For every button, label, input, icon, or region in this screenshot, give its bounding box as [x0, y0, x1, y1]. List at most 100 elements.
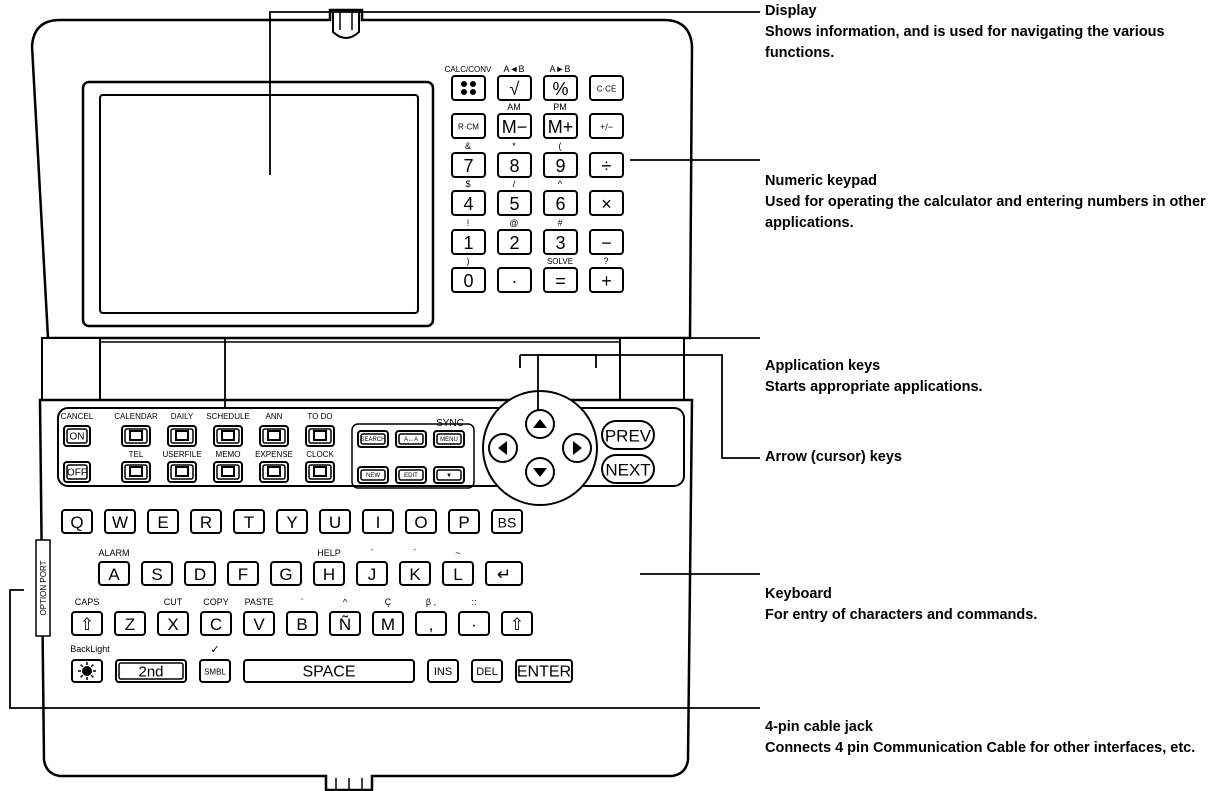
- numpad-key-2-2[interactable]: 9: [543, 152, 578, 178]
- key-space[interactable]: SPACE: [243, 659, 415, 683]
- numpad-key-4-3[interactable]: −: [589, 229, 624, 255]
- next-key[interactable]: NEXT: [601, 454, 655, 484]
- key-smbl[interactable]: SMBL: [199, 659, 231, 683]
- key-d[interactable]: D: [184, 561, 216, 586]
- numpad-key-2-0[interactable]: 7: [451, 152, 486, 178]
- app-key-memo[interactable]: [213, 461, 243, 483]
- on-key[interactable]: ON: [63, 425, 91, 447]
- key-r[interactable]: R: [190, 509, 222, 534]
- backlight-key[interactable]: [71, 659, 103, 683]
- app-label-daily: DAILY: [171, 412, 194, 421]
- numpad-key-1-2[interactable]: M+: [543, 113, 578, 139]
- key-a[interactable]: A: [98, 561, 130, 586]
- key-g[interactable]: G: [270, 561, 302, 586]
- app-key-clock[interactable]: [305, 461, 335, 483]
- key-d-label: D: [194, 565, 206, 584]
- key-enter[interactable]: ENTER: [515, 659, 573, 683]
- function-key-edit[interactable]: EDIT: [395, 466, 427, 484]
- key-bs[interactable]: BS: [491, 509, 523, 534]
- key-j[interactable]: J: [356, 561, 388, 586]
- key-x[interactable]: X: [157, 611, 189, 636]
- numpad-cap-1-2: PM: [553, 102, 567, 112]
- key-i[interactable]: I: [362, 509, 394, 534]
- numpad-key-4-2[interactable]: 3: [543, 229, 578, 255]
- numpad-key-2-3[interactable]: ÷: [589, 152, 624, 178]
- numpad-key-1-3[interactable]: +/−: [589, 113, 624, 139]
- return-key[interactable]: ↵: [485, 561, 523, 586]
- numpad-key-4-1[interactable]: 2: [497, 229, 532, 255]
- app-key-schedule[interactable]: [213, 425, 243, 447]
- prev-key[interactable]: PREV: [601, 420, 655, 450]
- key-period[interactable]: ·: [458, 611, 490, 636]
- key-z[interactable]: Z: [114, 611, 146, 636]
- key-b[interactable]: B: [286, 611, 318, 636]
- function-key-search[interactable]: SEARCH: [357, 430, 389, 448]
- calc-conv-key[interactable]: [451, 75, 486, 101]
- function-key-scroll-down[interactable]: ▼: [433, 466, 465, 484]
- numpad-key-5-2[interactable]: =: [543, 267, 578, 293]
- numpad-cap-0-1: A◄B: [504, 64, 525, 74]
- key-m[interactable]: M: [372, 611, 404, 636]
- key-del[interactable]: DEL: [471, 659, 503, 683]
- numpad-key-0-3[interactable]: C·CE: [589, 75, 624, 101]
- numpad-key-3-2[interactable]: 6: [543, 190, 578, 216]
- numpad-key-4-0[interactable]: 1: [451, 229, 486, 255]
- key-cap-paste: PASTE: [245, 597, 274, 607]
- numpad-key-5-1[interactable]: ·: [497, 267, 532, 293]
- shift-key-right[interactable]: ⇧: [501, 611, 533, 636]
- numpad-key-1-0[interactable]: R·CM: [451, 113, 486, 139]
- numpad-key-0-1[interactable]: √: [497, 75, 532, 101]
- key-comma[interactable]: ,: [415, 611, 447, 636]
- key-t[interactable]: T: [233, 509, 265, 534]
- key-p[interactable]: P: [448, 509, 480, 534]
- numpad-key-1-1[interactable]: M−: [497, 113, 532, 139]
- key-2nd[interactable]: 2nd: [115, 659, 187, 683]
- key-ins[interactable]: INS: [427, 659, 459, 683]
- shift-key-right-label: ⇧: [510, 615, 524, 634]
- key-k[interactable]: K: [399, 561, 431, 586]
- key-ins-label: INS: [434, 666, 452, 678]
- numpad-cap-0-0: CALC/CONV: [445, 65, 492, 74]
- numpad-key-0-2[interactable]: %: [543, 75, 578, 101]
- key-sym[interactable]: Ñ: [329, 611, 361, 636]
- numpad-key-3-3[interactable]: ×: [589, 190, 624, 216]
- daily-icon: [175, 430, 189, 441]
- key-c[interactable]: C: [200, 611, 232, 636]
- shift-key-left[interactable]: ⇧: [71, 611, 103, 636]
- key-s[interactable]: S: [141, 561, 173, 586]
- app-key-daily[interactable]: [167, 425, 197, 447]
- off-key[interactable]: OFF: [63, 461, 91, 483]
- numpad-key-5-0-label: 0: [463, 271, 473, 291]
- numpad-key-5-0[interactable]: 0: [451, 267, 486, 293]
- key-o[interactable]: O: [405, 509, 437, 534]
- app-key-calendar[interactable]: [121, 425, 151, 447]
- app-label-memo: MEMO: [216, 450, 241, 459]
- function-key-a-a[interactable]: A↔A: [395, 430, 427, 448]
- key-y[interactable]: Y: [276, 509, 308, 534]
- key-w[interactable]: W: [104, 509, 136, 534]
- numpad-key-3-0-label: 4: [463, 194, 473, 214]
- key-e[interactable]: E: [147, 509, 179, 534]
- app-key-userfile[interactable]: [167, 461, 197, 483]
- numpad-key-1-0-label: R·CM: [458, 123, 479, 132]
- function-key-menu[interactable]: MENU: [433, 430, 465, 448]
- key-q[interactable]: Q: [61, 509, 93, 534]
- key-u[interactable]: U: [319, 509, 351, 534]
- app-key-ann[interactable]: [259, 425, 289, 447]
- smbl-cap: ✓: [210, 644, 219, 656]
- app-key-expense[interactable]: [259, 461, 289, 483]
- numpad-key-3-1[interactable]: 5: [497, 190, 532, 216]
- key-l[interactable]: L: [442, 561, 474, 586]
- key-cap-sym: ´: [414, 548, 417, 558]
- key-f[interactable]: F: [227, 561, 259, 586]
- display-callout-line: [269, 11, 760, 175]
- key-v[interactable]: V: [243, 611, 275, 636]
- app-key-to-do[interactable]: [305, 425, 335, 447]
- numpad-key-5-3[interactable]: +: [589, 267, 624, 293]
- app-label-ann: ANN: [266, 412, 283, 421]
- key-h[interactable]: H: [313, 561, 345, 586]
- numpad-key-2-1[interactable]: 8: [497, 152, 532, 178]
- function-key-new[interactable]: NEW: [357, 466, 389, 484]
- app-key-tel[interactable]: [121, 461, 151, 483]
- numpad-key-3-0[interactable]: 4: [451, 190, 486, 216]
